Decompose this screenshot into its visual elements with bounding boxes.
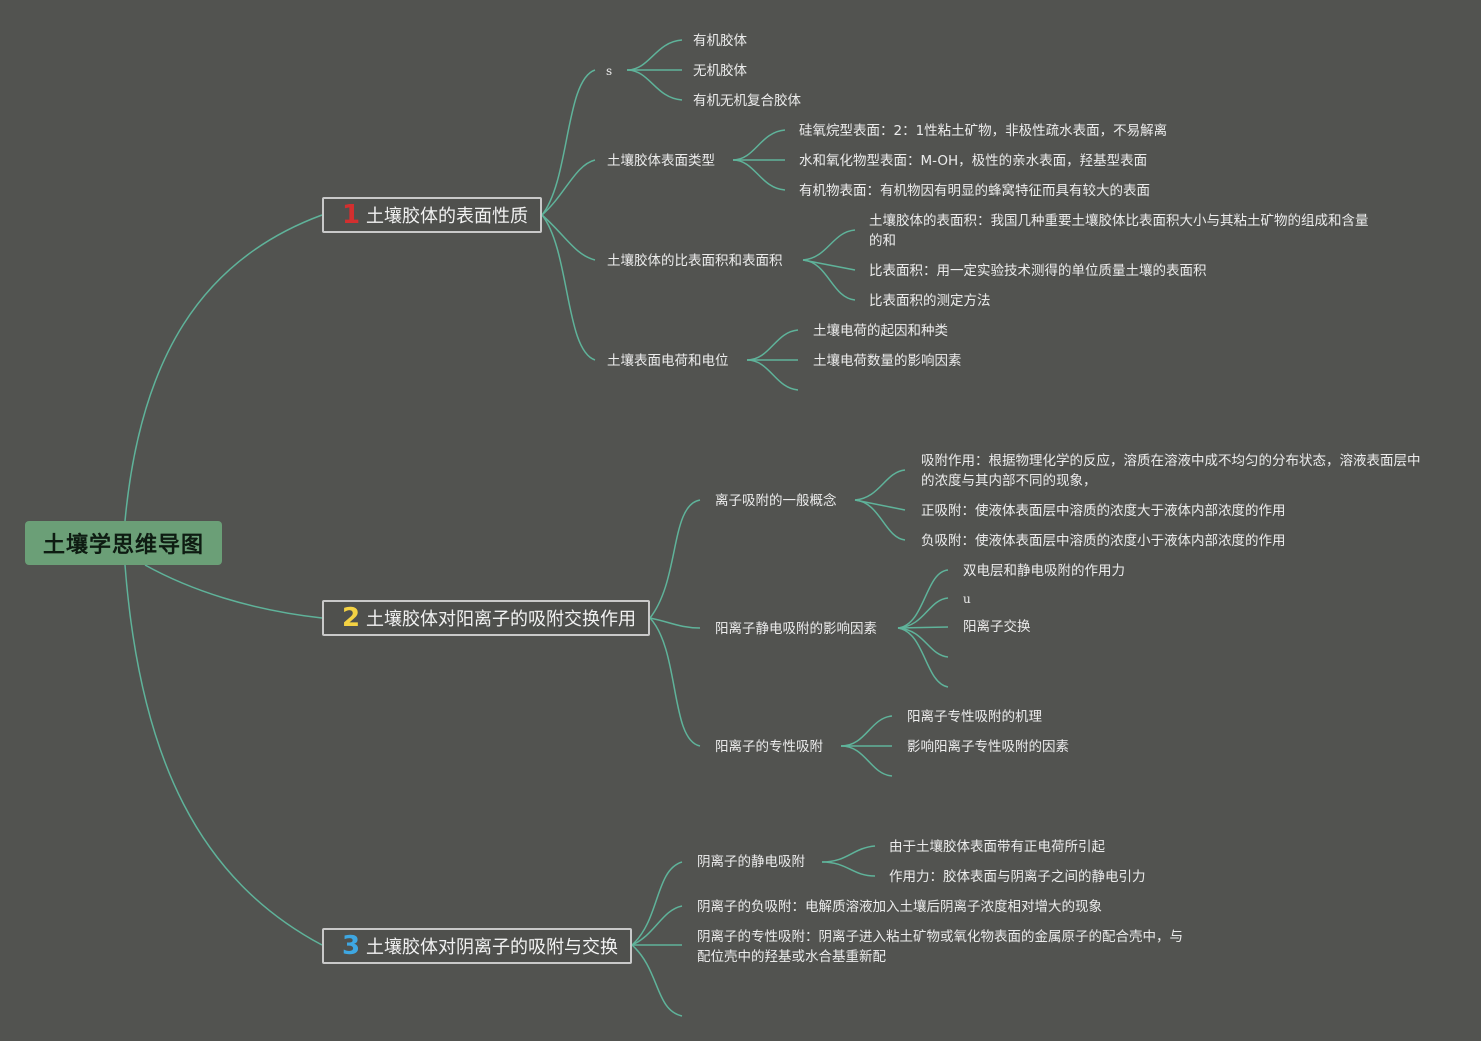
root-topic[interactable]: 土壤学思维导图 bbox=[25, 521, 222, 565]
leaf-inorganic-colloid[interactable]: 无机胶体 bbox=[693, 63, 747, 79]
subtopic-anion-specific-adsorption[interactable]: 阴离子的专性吸附：阴离子进入粘土矿物或氧化物表面的金属原子的配合壳中，与配位壳中… bbox=[697, 929, 1183, 965]
number-3-icon: 3 bbox=[342, 931, 361, 961]
leaf-colloid-surface-area[interactable]: 土壤胶体的表面积：我国几种重要土壤胶体比表面积大小与其粘土矿物的组成和含量的和 bbox=[869, 213, 1369, 249]
subtopic-s[interactable]: s bbox=[606, 64, 613, 78]
subtopic-anion-electrostatic[interactable]: 阴离子的静电吸附 bbox=[697, 854, 805, 870]
number-1-icon: 1 bbox=[342, 200, 361, 230]
leaf-double-layer[interactable]: 双电层和静电吸附的作用力 bbox=[963, 563, 1125, 579]
leaf-measurement-method[interactable]: 比表面积的测定方法 bbox=[869, 293, 991, 309]
subtopic-surface-types[interactable]: 土壤胶体表面类型 bbox=[607, 153, 715, 169]
leaf-positive-charge-cause[interactable]: 由于土壤胶体表面带有正电荷所引起 bbox=[889, 839, 1105, 855]
leaf-charge-origin[interactable]: 土壤电荷的起因和种类 bbox=[813, 323, 948, 339]
leaf-positive-adsorption[interactable]: 正吸附：使液体表面层中溶质的浓度大于液体内部浓度的作用 bbox=[921, 503, 1286, 519]
subtopic-specific-cation-adsorption[interactable]: 阳离子的专性吸附 bbox=[715, 739, 823, 755]
branch-1-label: 土壤胶体的表面性质 bbox=[366, 206, 528, 227]
leaf-complex-colloid[interactable]: 有机无机复合胶体 bbox=[693, 93, 801, 109]
leaf-specific-mechanism[interactable]: 阳离子专性吸附的机理 bbox=[907, 709, 1042, 725]
leaf-charge-factors[interactable]: 土壤电荷数量的影响因素 bbox=[813, 353, 962, 369]
leaf-organic-surface[interactable]: 有机物表面：有机物因有明显的蜂窝特征而具有较大的表面 bbox=[799, 183, 1150, 199]
subtopic-anion-negative-adsorption[interactable]: 阴离子的负吸附：电解质溶液加入土壤后阴离子浓度相对增大的现象 bbox=[697, 899, 1102, 915]
leaf-electrostatic-force[interactable]: 作用力：胶体表面与阴离子之间的静电引力 bbox=[889, 869, 1146, 885]
leaf-siloxane-surface[interactable]: 硅氧烷型表面：2：1性粘土矿物，非极性疏水表面，不易解离 bbox=[799, 123, 1168, 139]
branch-1-topic[interactable]: 1 土壤胶体的表面性质 bbox=[322, 197, 542, 233]
leaf-negative-adsorption[interactable]: 负吸附：使液体表面层中溶质的浓度小于液体内部浓度的作用 bbox=[921, 533, 1286, 549]
leaf-cation-exchange[interactable]: 阳离子交换 bbox=[963, 619, 1031, 635]
branch-3-label: 土壤胶体对阴离子的吸附与交换 bbox=[366, 937, 618, 958]
leaf-u[interactable]: u bbox=[963, 592, 971, 606]
branch-2-topic[interactable]: 2 土壤胶体对阳离子的吸附交换作用 bbox=[322, 600, 650, 636]
leaf-adsorption-definition[interactable]: 吸附作用：根据物理化学的反应，溶质在溶液中成不均匀的分布状态，溶液表面层中的浓度… bbox=[921, 453, 1421, 489]
leaf-specific-surface-definition[interactable]: 比表面积：用一定实验技术测得的单位质量土壤的表面积 bbox=[869, 263, 1207, 279]
subtopic-adsorption-concept[interactable]: 离子吸附的一般概念 bbox=[715, 493, 837, 509]
subtopic-specific-surface-area[interactable]: 土壤胶体的比表面积和表面积 bbox=[607, 253, 783, 269]
number-2-icon: 2 bbox=[342, 603, 361, 633]
leaf-specific-factors[interactable]: 影响阳离子专性吸附的因素 bbox=[907, 739, 1069, 755]
leaf-organic-colloid[interactable]: 有机胶体 bbox=[693, 33, 747, 49]
branch-2-label: 土壤胶体对阳离子的吸附交换作用 bbox=[366, 609, 636, 630]
branch-3-topic[interactable]: 3 土壤胶体对阴离子的吸附与交换 bbox=[322, 928, 632, 964]
subtopic-electrostatic-factors[interactable]: 阳离子静电吸附的影响因素 bbox=[715, 621, 877, 637]
leaf-hydroxide-surface[interactable]: 水和氧化物型表面：M-OH，极性的亲水表面，羟基型表面 bbox=[799, 153, 1148, 169]
subtopic-surface-charge[interactable]: 土壤表面电荷和电位 bbox=[607, 353, 729, 369]
